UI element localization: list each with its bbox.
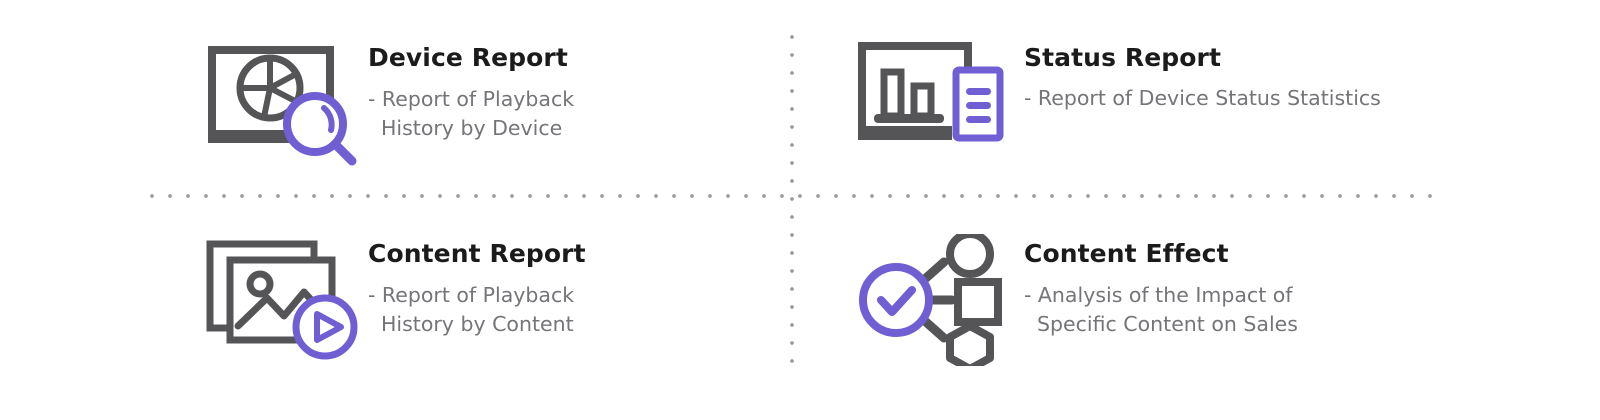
stacked-images-play-button-icon — [196, 234, 368, 366]
card-text-block: Status Report - Report of Device Status … — [1024, 38, 1381, 113]
vertical-dotted-divider — [790, 28, 794, 376]
card-title: Status Report — [1024, 43, 1222, 72]
card-description: - Report of Device Status Statistics — [1024, 85, 1381, 110]
monitor-pie-chart-magnifier-icon — [196, 38, 368, 170]
card-description: - Analysis of the Impact of Specific Con… — [1024, 282, 1298, 336]
card-device-report[interactable]: Device Report - Report of Playback Histo… — [196, 38, 574, 170]
card-text-block: Content Report - Report of Playback Hist… — [368, 234, 586, 339]
card-title: Content Report — [368, 239, 586, 268]
check-circle-network-nodes-icon — [852, 234, 1024, 366]
card-description: - Report of Playback History by Content — [368, 282, 575, 336]
card-status-report[interactable]: Status Report - Report of Device Status … — [852, 38, 1381, 170]
card-description: - Report of Playback History by Device — [368, 86, 575, 140]
monitor-bar-chart-document-icon — [852, 38, 1024, 170]
card-text-block: Content Effect - Analysis of the Impact … — [1024, 234, 1298, 339]
card-content-report[interactable]: Content Report - Report of Playback Hist… — [196, 234, 586, 366]
card-title: Content Effect — [1024, 239, 1229, 268]
card-text-block: Device Report - Report of Playback Histo… — [368, 38, 574, 143]
card-title: Device Report — [368, 43, 568, 72]
card-content-effect[interactable]: Content Effect - Analysis of the Impact … — [852, 234, 1298, 366]
